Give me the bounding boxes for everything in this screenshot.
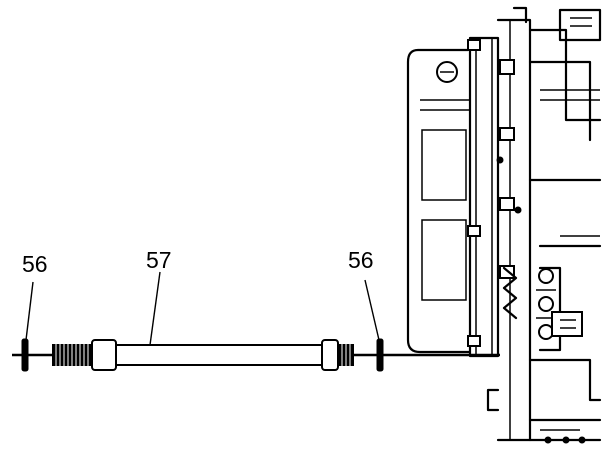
leader-line-tube <box>149 271 161 346</box>
leader-line-right-ring <box>364 279 380 341</box>
callout-left-ring: 56 <box>22 251 48 277</box>
left-retaining-ring <box>21 338 29 372</box>
right-retaining-ring <box>376 338 384 372</box>
leader-line-left-ring <box>25 281 34 341</box>
housing-assembly <box>406 6 602 444</box>
tube-assembly <box>52 339 354 371</box>
callout-tube: 57 <box>146 247 172 273</box>
callout-right-ring: 56 <box>348 247 374 273</box>
